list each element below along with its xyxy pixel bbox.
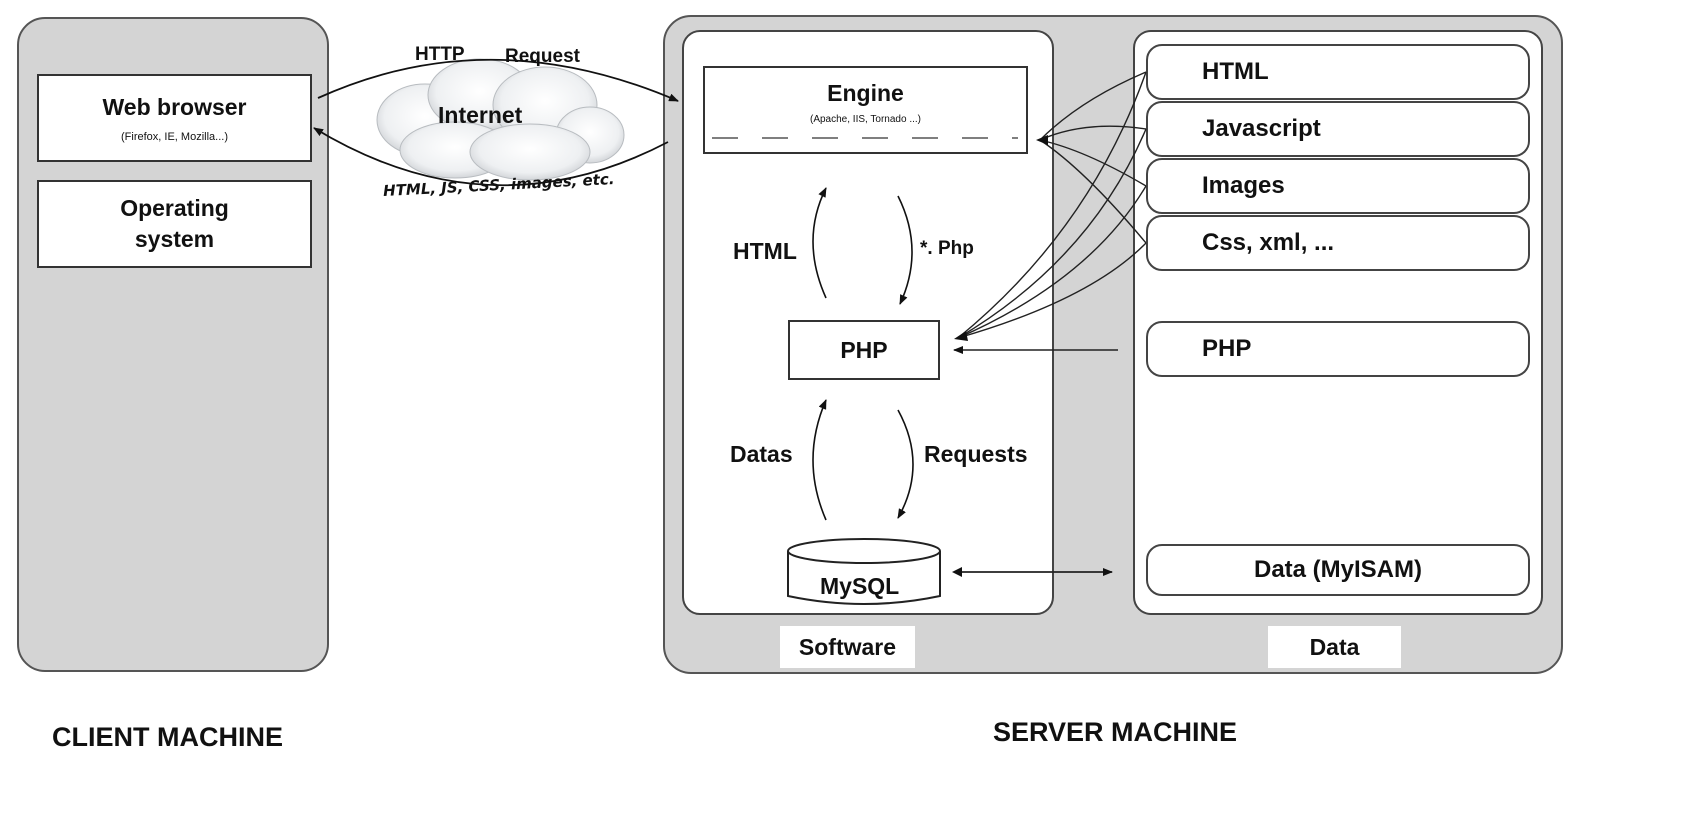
operating-system-box: Operating system xyxy=(37,180,312,268)
http-word: HTTP xyxy=(415,44,465,65)
response-arrow xyxy=(313,127,669,187)
engine-to-php-arrow xyxy=(897,195,913,305)
http-request-arrow xyxy=(317,58,679,102)
engine-examples: (Apache, IIS, Tornado ...) xyxy=(810,114,921,125)
mysql-label: MySQL xyxy=(820,573,900,599)
data-item-css-xml: Css, xml, ... xyxy=(1146,215,1530,271)
data-item-images: Images xyxy=(1146,158,1530,214)
data-item-images-label: Images xyxy=(1202,172,1285,199)
to-php-arrowhead xyxy=(954,331,968,341)
php-to-engine-arrow xyxy=(812,187,827,299)
software-tab: Software xyxy=(780,626,915,668)
engine-box: Engine (Apache, IIS, Tornado ...) xyxy=(703,66,1028,154)
internet-label: Internet xyxy=(438,102,523,128)
data-item-php-label: PHP xyxy=(1202,335,1252,362)
server-machine-caption: SERVER MACHINE xyxy=(993,717,1238,747)
data-item-php: PHP xyxy=(1146,321,1530,377)
php-files-label: *. Php xyxy=(920,238,974,259)
web-browser-label: Web browser xyxy=(102,93,247,120)
request-word: Request xyxy=(505,46,580,67)
data-tab-label: Data xyxy=(1309,633,1360,660)
data-item-myisam: Data (MyISAM) xyxy=(1146,544,1530,596)
php-to-mysql-arrow xyxy=(897,409,914,519)
web-browser-box: Web browser (Firefox, IE, Mozilla...) xyxy=(37,74,312,162)
data-item-myisam-label: Data (MyISAM) xyxy=(1253,556,1422,583)
mysql-database-icon xyxy=(787,538,941,605)
internet-cloud-icon xyxy=(376,58,625,181)
data-item-javascript-label: Javascript xyxy=(1202,115,1321,142)
engine-label: Engine xyxy=(827,80,904,106)
data-item-css-xml-label: Css, xml, ... xyxy=(1202,229,1335,256)
datas-label: Datas xyxy=(730,441,793,467)
php-label: PHP xyxy=(840,336,888,363)
static-files-connectors xyxy=(957,71,1147,339)
operating-system-label: Operating system xyxy=(120,195,229,252)
web-browser-examples: (Firefox, IE, Mozilla...) xyxy=(121,130,228,143)
php-box: PHP xyxy=(788,320,940,380)
data-item-html-label: HTML xyxy=(1202,58,1269,85)
software-tab-label: Software xyxy=(798,633,897,660)
mysql-to-php-arrow xyxy=(812,399,827,521)
html-output-label: HTML xyxy=(733,238,797,264)
to-engine-arrowhead xyxy=(1036,135,1048,145)
data-tab: Data xyxy=(1268,626,1401,668)
data-item-html: HTML xyxy=(1146,44,1530,100)
data-item-javascript: Javascript xyxy=(1146,101,1530,157)
requests-label: Requests xyxy=(924,441,1028,467)
client-machine-caption: CLIENT MACHINE xyxy=(52,722,283,752)
